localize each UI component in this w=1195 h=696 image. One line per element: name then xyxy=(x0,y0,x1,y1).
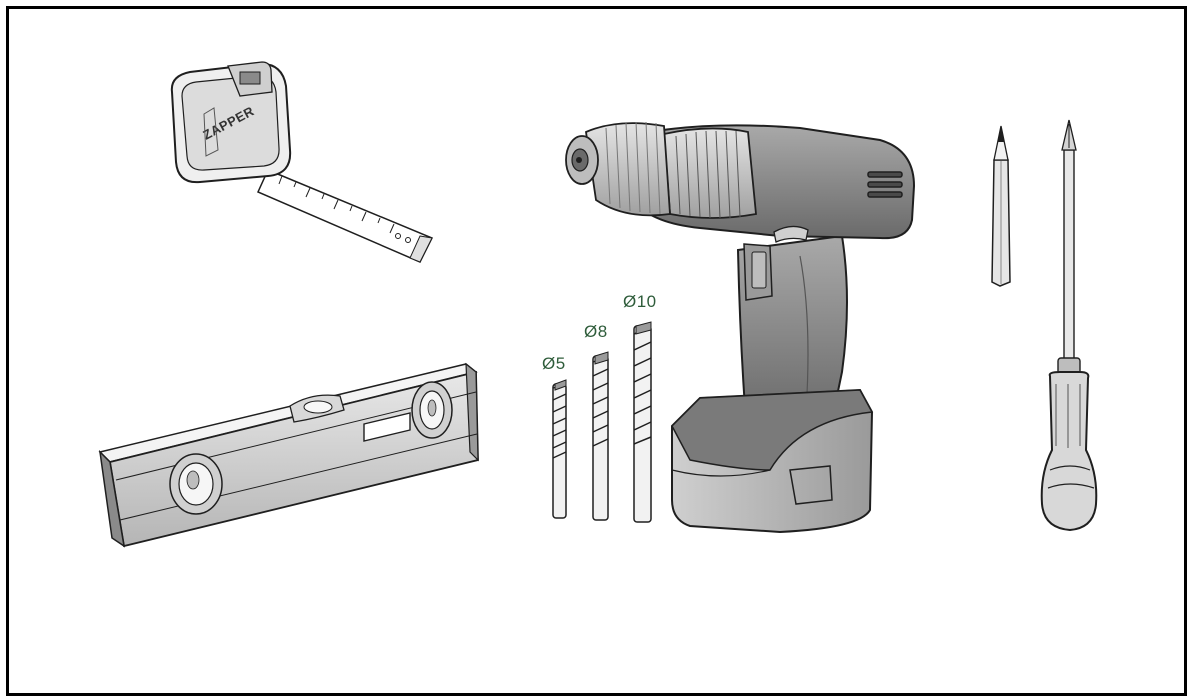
level-vial-left xyxy=(169,453,223,515)
tape-measure: ZAPPER xyxy=(170,61,434,263)
pencil xyxy=(991,125,1011,287)
drill-bit-10 xyxy=(633,321,652,523)
spirit-level xyxy=(98,362,479,548)
drill-bit-5 xyxy=(552,379,567,519)
level-vial-top xyxy=(289,394,345,423)
tape-blade xyxy=(257,169,434,263)
drill-bit-label-10: Ø10 xyxy=(623,292,657,311)
drill-bit-label-8: Ø8 xyxy=(584,322,608,341)
drill-bit-label-5: Ø5 xyxy=(542,354,566,373)
drill-battery xyxy=(671,388,874,534)
cordless-drill xyxy=(565,121,916,534)
screwdriver xyxy=(1040,119,1098,532)
level-vial-right xyxy=(411,381,453,439)
drill-bit-8 xyxy=(592,351,609,521)
drill-chuck xyxy=(565,121,757,219)
